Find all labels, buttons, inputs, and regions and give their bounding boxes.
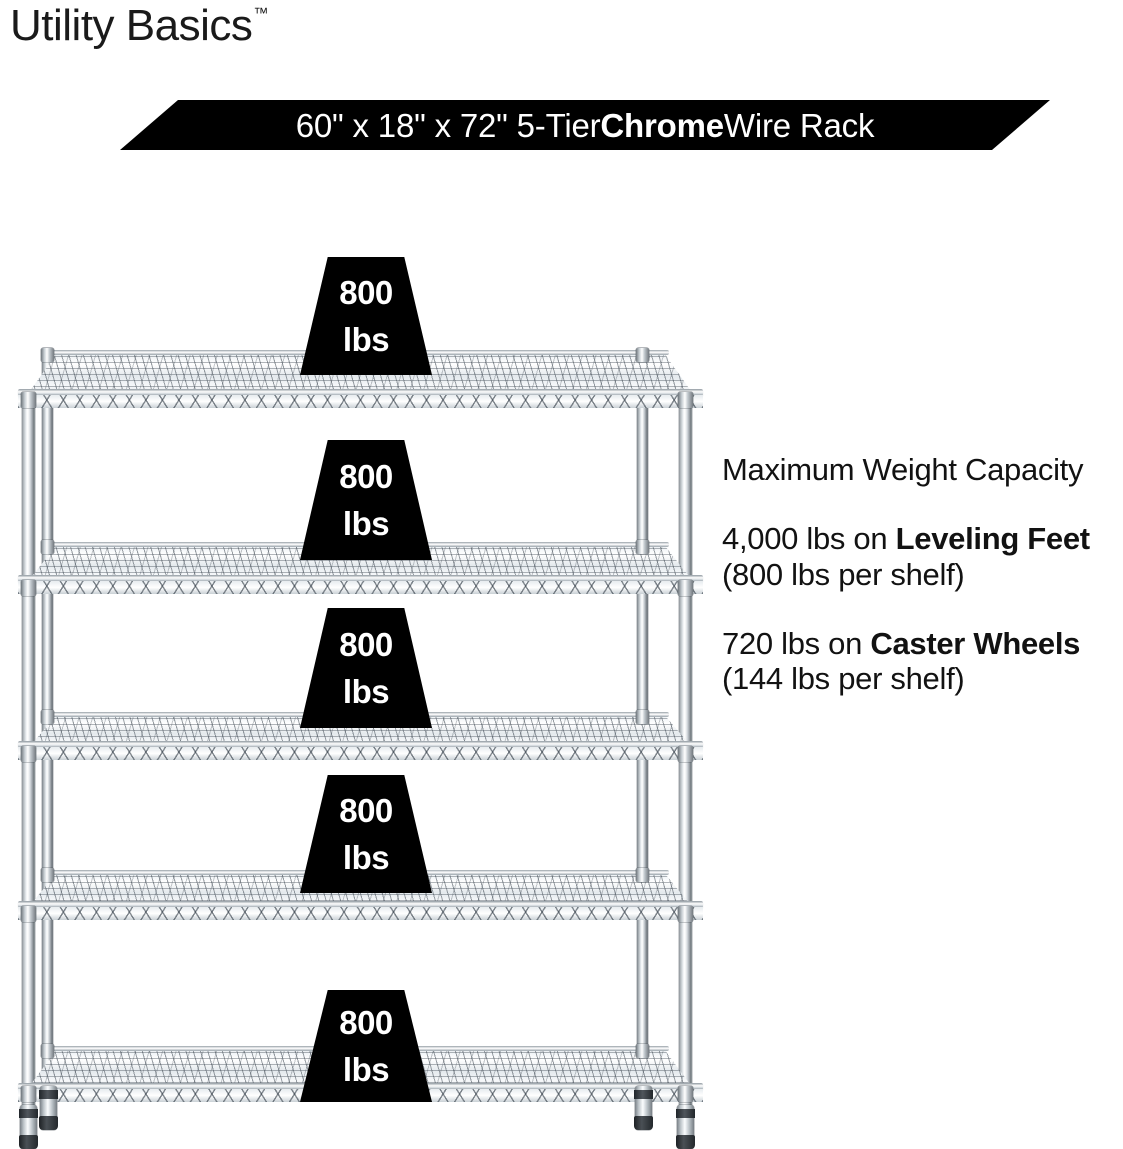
weight-badge-value: 800 [339,625,393,663]
caster-wheels-bold: Caster Wheels [870,625,1081,661]
brand-name: Utility Basics [10,1,253,50]
leveling-foot-back-right [634,1086,653,1130]
leveling-foot-back-left [39,1086,58,1130]
caster-wheels-lead: 720 lbs on [722,625,871,661]
shelf-collar-back-right-2 [636,540,649,554]
shelf-collar-back-left-4 [41,868,54,882]
banner-text-lead: 60" x 18" x 72" 5-Tier [295,106,601,144]
shelf-collar-front-left-4 [21,906,36,922]
weight-badge-value: 800 [339,1003,393,1041]
callout-line-leveling-feet: 4,000 lbs on Leveling Feet (800 lbs per … [722,521,1122,592]
shelf-collar-front-right-3 [678,746,693,762]
shelf-collar-back-left-5 [41,1044,54,1058]
shelf-collar-back-right-3 [636,710,649,724]
shelf-collar-back-left-2 [41,540,54,554]
shelf-collar-back-right-5 [636,1044,649,1058]
shelf-front-rail [18,389,703,396]
banner-text-bold: Chrome [600,106,724,144]
title-banner: 60" x 18" x 72" 5-Tier Chrome Wire Rack [120,100,1050,150]
shelf-collar-back-left-3 [41,710,54,724]
leveling-feet-tail: (800 lbs per shelf) [722,556,965,592]
shelf-collar-back-right-4 [636,868,649,882]
weight-badge-unit: lbs [342,1050,390,1088]
shelf-collar-back-right-1 [636,348,649,362]
shelf-collar-front-right-2 [678,580,693,596]
shelf-collar-front-right-1 [678,392,693,408]
weight-badge-value: 800 [339,457,393,495]
weight-badge-value: 800 [339,791,393,829]
weight-badge-unit: lbs [342,504,390,542]
shelf-collar-front-left-3 [21,746,36,762]
weight-badge-value: 800 [339,273,393,311]
leveling-feet-lead: 4,000 lbs on [722,521,896,557]
shelf-collar-front-right-4 [678,906,693,922]
caster-wheels-tail: (144 lbs per shelf) [722,661,965,697]
banner-shape [120,100,1050,150]
callout-line-caster-wheels: 720 lbs on Caster Wheels (144 lbs per sh… [722,626,1122,697]
shelf-collar-front-left-2 [21,580,36,596]
leveling-feet-bold: Leveling Feet [895,521,1091,557]
leveling-foot-front-left [19,1105,38,1149]
shelf-front-rail [18,901,703,908]
trademark-symbol: ™ [253,5,269,23]
shelf-truss [18,747,703,760]
banner-text: 60" x 18" x 72" 5-Tier Chrome Wire Rack [120,100,1050,150]
weight-badge-unit: lbs [342,672,390,710]
banner-text-tail: Wire Rack [723,106,875,144]
weight-badge-unit: lbs [342,320,390,358]
weight-badge-tier-1: 800 lbs [300,257,432,375]
shelf-truss [18,907,703,920]
shelf-front-rail [18,575,703,582]
callout-heading: Maximum Weight Capacity [722,452,1084,487]
shelf-truss [18,395,703,408]
shelf-front-rail [18,741,703,748]
shelf-collar-back-left-1 [41,348,54,362]
brand-wordmark: Utility Basics™ [10,1,269,50]
shelf-truss [18,581,703,594]
shelf-collar-front-right-5 [678,1086,693,1102]
shelf-collar-front-left-5 [21,1086,36,1102]
shelf-collar-front-left-1 [21,392,36,408]
weight-badge-unit: lbs [342,838,390,876]
weight-capacity-callout: Maximum Weight Capacity 4,000 lbs on Lev… [722,452,1122,697]
leveling-foot-front-right [676,1105,695,1149]
